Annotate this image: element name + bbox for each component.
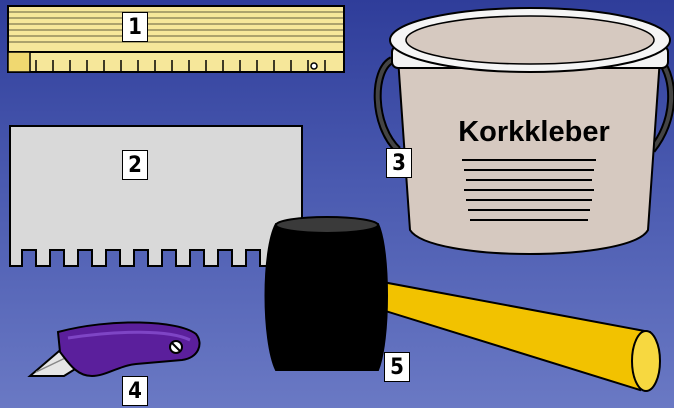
label-5: 5: [384, 352, 410, 382]
label-2: 2: [122, 150, 148, 180]
glue-bucket-icon: Korkkleber: [373, 7, 674, 255]
bucket-label: Korkkleber: [458, 116, 610, 148]
label-1: 1: [122, 12, 148, 42]
rubber-mallet-icon: [264, 216, 661, 392]
folding-ruler-icon: [7, 5, 345, 73]
label-4: 4: [122, 376, 148, 406]
label-3: 3: [386, 148, 412, 178]
notched-trowel-icon: [9, 125, 303, 267]
utility-knife-icon: [27, 321, 201, 378]
